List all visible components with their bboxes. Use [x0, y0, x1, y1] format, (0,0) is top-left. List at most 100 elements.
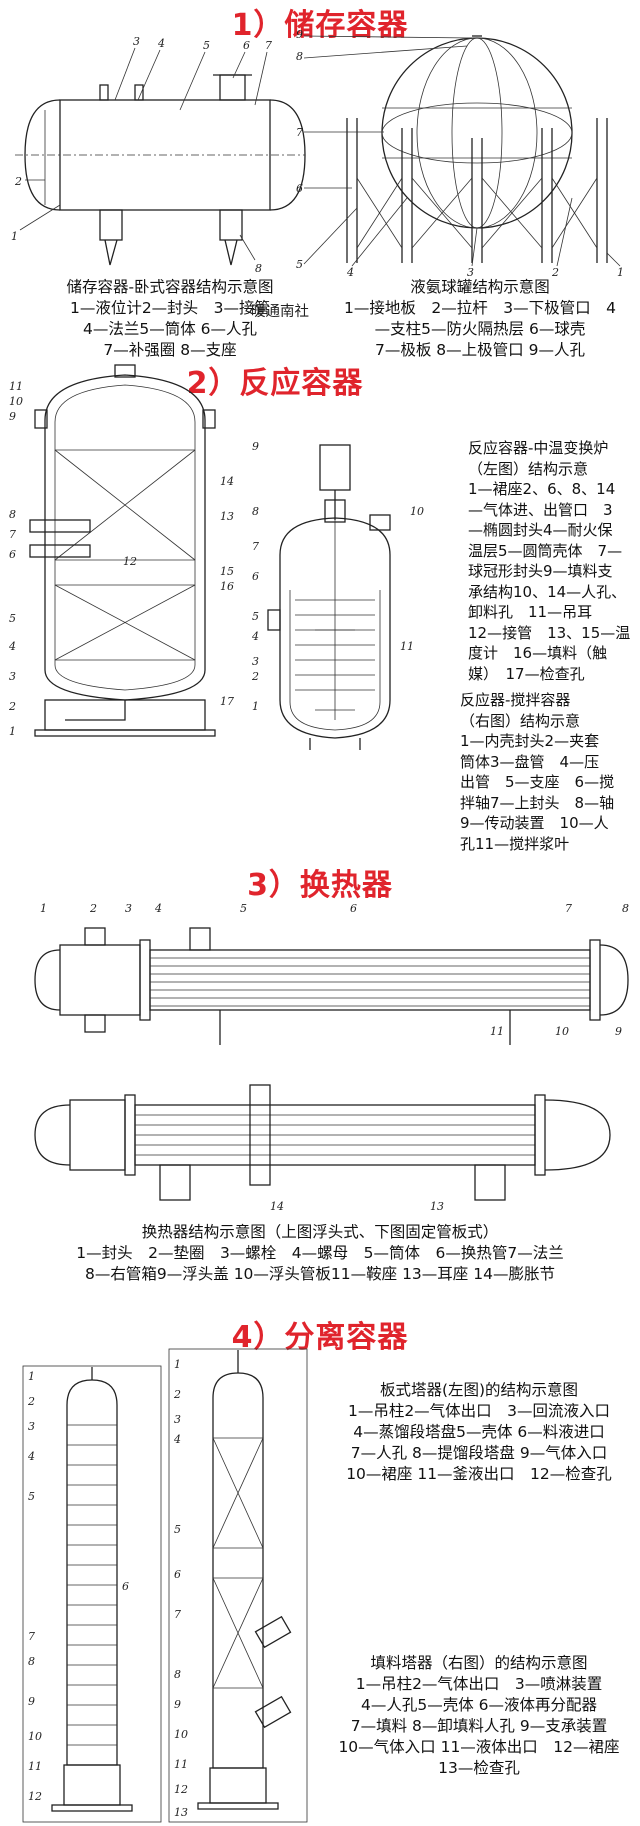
callout-labels-fixed: 13 14: [270, 1200, 444, 1213]
stirred-tank-drawing: 1 2 3 4 5 6 7 8 9 10 11: [251, 440, 424, 750]
callout-label: 9: [615, 1025, 622, 1038]
caption-line: 7—补强圈 8—支座: [103, 341, 237, 359]
callout-label: 3: [467, 266, 474, 278]
caption-line: 4—蒸馏段塔盘5—壳体 6—料液进口: [353, 1423, 605, 1441]
callout-label: 2: [251, 670, 259, 683]
converter-caption: 反应容器-中温变换炉 （左图）结构示意 1—裙座2、6、8、14 —气体进、出管…: [468, 438, 640, 684]
callout-label: 11: [9, 380, 23, 393]
callout-label: 6: [9, 548, 16, 561]
callout-labels-plate: 1 2 3 4 5 6 7 8 9 10 11 12: [27, 1370, 129, 1803]
caption-line: 8—右管箱9—浮头盖 10—浮头管板11—鞍座 13—耳座 14—膨胀节: [85, 1265, 555, 1283]
callout-labels-floating: 1 2 3 4 5 6 7 8 9 10 11: [40, 902, 629, 1038]
callout-label: 8: [296, 50, 303, 63]
section-title-reactor: 2）反应容器: [186, 366, 364, 401]
callout-label: 15: [220, 565, 234, 578]
callout-label: 6: [122, 1580, 129, 1593]
callout-label: 1: [11, 230, 18, 243]
stirred-tank-caption: 反应器-搅拌容器 （右图）结构示意 1—内壳封头2—夹套 筒体3—盘管 4—压 …: [460, 690, 638, 854]
callout-label: 12: [28, 1790, 42, 1803]
callout-label: 6: [296, 182, 303, 195]
caption-line: 9—传动装置 10—人: [460, 814, 609, 832]
callout-label: 3: [28, 1420, 35, 1433]
callout-label: 4: [154, 902, 162, 915]
caption-line: 1—吊柱2—气体出口 3—喷淋装置: [355, 1675, 603, 1693]
section-title-exchanger: 3）换热器: [247, 868, 393, 903]
caption-line: 7—极板 8—上极管口 9—人孔: [375, 341, 585, 359]
callout-label: 2: [89, 902, 97, 915]
callout-label: 11: [400, 640, 414, 653]
caption-line: 卸料孔 11—吊耳: [468, 603, 593, 621]
caption-line: 板式塔器(左图)的结构示意图: [379, 1381, 579, 1399]
callout-label: 5: [240, 902, 247, 915]
caption-line: 10—气体入口 11—液体出口 12—裙座: [338, 1738, 620, 1756]
callout-label: 11: [174, 1758, 188, 1771]
callout-label: 17: [220, 695, 234, 708]
callout-label: 7: [296, 126, 303, 139]
callout-label: 6: [243, 39, 250, 52]
callout-label: 4: [27, 1450, 35, 1463]
callout-label: 4: [251, 630, 259, 643]
callout-label: 3: [174, 1413, 181, 1426]
callout-label: 7: [9, 528, 16, 541]
packed-tower-drawing: 1 2 3 4 5 6 7 8 9 10 11 12 13: [168, 1348, 308, 1823]
packed-tower-caption: 填料塔器（右图）的结构示意图 1—吊柱2—气体出口 3—喷淋装置 4—人孔5—壳…: [318, 1653, 640, 1779]
callout-label: 5: [252, 610, 259, 623]
callout-label: 3: [252, 655, 259, 668]
caption-line: 1—裙座2、6、8、14: [468, 480, 616, 498]
callout-label: 13: [430, 1200, 444, 1213]
caption-line: 球冠形封头9—填料支: [468, 562, 613, 580]
caption-line: 媒） 17—检查孔: [468, 664, 585, 683]
callout-label: 12: [174, 1783, 188, 1796]
callout-labels-sphere: 9 8 7 6 5 4 3 2 1: [296, 28, 624, 278]
callout-label: 9: [296, 28, 303, 41]
caption-line: 反应器-搅拌容器: [460, 691, 571, 709]
watermark-text: 暖通南社: [251, 304, 309, 320]
exchanger-caption: 换热器结构示意图（上图浮头式、下图固定管板式） 1—封头 2—垫圈 3—螺栓 4…: [0, 1222, 640, 1285]
caption-line: 1—接地板 2—拉杆 3—下极管口 4: [344, 299, 616, 317]
callout-label: 5: [174, 1523, 181, 1536]
callout-label: 1: [174, 1358, 181, 1371]
callout-labels-packed: 1 2 3 4 5 6 7 8 9 10 11 12 13: [173, 1358, 188, 1819]
callout-label: 7: [252, 540, 259, 553]
callout-label: 8: [9, 508, 16, 521]
callout-label: 14: [270, 1200, 284, 1213]
caption-line: 12—接管 13、15—温: [468, 623, 631, 642]
fixed-tube-exchanger-drawing: 13 14: [34, 1084, 611, 1213]
callout-label: 9: [174, 1698, 181, 1711]
callout-label: 6: [350, 902, 357, 915]
callout-label: 10: [9, 395, 23, 408]
caption-line: —气体进、出管口 3: [468, 500, 613, 519]
callout-label: 4: [173, 1433, 181, 1446]
spherical-tank-caption: 液氨球罐结构示意图 1—接地板 2—拉杆 3—下极管口 4 —支柱5—防火隔热层…: [330, 277, 630, 361]
caption-line: 温层5—圆筒壳体 7—: [468, 541, 623, 560]
callout-label: 3: [125, 902, 132, 915]
callout-label: 2: [8, 700, 16, 713]
caption-line: 反应容器-中温变换炉: [468, 439, 609, 457]
caption-line: 13—检查孔: [438, 1759, 520, 1777]
callout-label: 6: [174, 1568, 181, 1581]
callout-label: 9: [9, 410, 16, 423]
caption-line: 7—填料 8—卸填料人孔 9—支承装置: [350, 1717, 608, 1735]
caption-line: 储存容器-卧式容器结构示意图: [66, 278, 274, 296]
callout-label: 1: [252, 700, 259, 713]
caption-line: 1—液位计2—封头 3—接管: [69, 299, 271, 317]
callout-label: 3: [133, 35, 140, 48]
callout-label: 6: [252, 570, 259, 583]
callout-label: 10: [410, 505, 424, 518]
callout-label: 2: [173, 1388, 181, 1401]
caption-line: 1—封头 2—垫圈 3—螺栓 4—螺母 5—筒体 6—换热管7—法兰: [76, 1244, 564, 1262]
callout-label: 5: [28, 1490, 35, 1503]
callout-label: 9: [252, 440, 259, 453]
callout-labels-stirred: 1 2 3 4 5 6 7 8 9 10 11: [251, 440, 424, 713]
callout-label: 9: [28, 1695, 35, 1708]
spherical-tank-drawing: 9 8 7 6 5 4 3 2 1: [296, 28, 624, 278]
caption-line: 出管 5—支座 6—搅: [460, 773, 615, 791]
callout-label: 4: [8, 640, 16, 653]
caption-line: 7—人孔 8—提馏段塔盘 9—气体入口: [350, 1444, 608, 1462]
callout-label: 1: [9, 725, 16, 738]
callout-label: 7: [28, 1630, 35, 1643]
callout-label: 4: [346, 266, 354, 278]
caption-line: 4—人孔5—壳体 6—液体再分配器: [360, 1696, 597, 1714]
callout-label: 14: [220, 475, 234, 488]
caption-line: —椭圆封头4—耐火保: [468, 521, 613, 539]
